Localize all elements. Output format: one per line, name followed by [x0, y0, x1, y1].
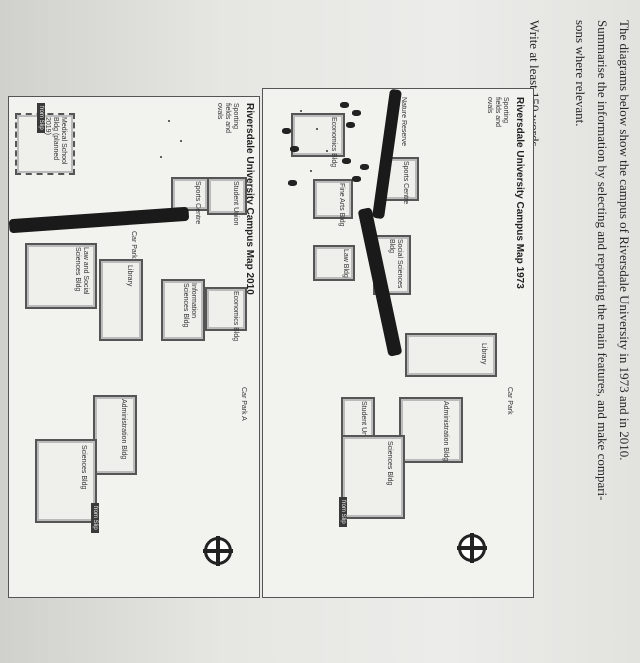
map-2010: Riversdale University Campus Map 2010 Sp…	[8, 96, 260, 598]
label-nature-reserve: Nature Reserve	[400, 97, 407, 147]
label-medical-2010: Medical School Bldg (planned 2019)	[44, 117, 67, 165]
label-administration-1973: Administration Bldg	[442, 401, 449, 462]
tree-icon	[290, 146, 299, 152]
information-sciences-2010: Information Sciences Bldg	[161, 279, 205, 341]
fine-arts-1973: Fine Arts Bldg	[313, 179, 353, 227]
label-information-sciences-2010: Information Sciences Bldg	[182, 283, 197, 328]
law-social-sciences-2010: Law and Social Sciences Bldg	[25, 243, 97, 309]
label-law-social-2010: Law and Social Sciences Bldg	[74, 247, 89, 295]
dot	[326, 150, 328, 152]
dot	[310, 170, 312, 172]
law-bldg-1973: Law Bldg	[313, 245, 355, 281]
library-1973: Library	[405, 333, 497, 377]
sciences-1973: Sciences Bldg	[341, 435, 405, 519]
tree-icon	[352, 176, 361, 182]
tree-icon	[282, 128, 291, 134]
medical-school-2010: Medical School Bldg (planned 2019)	[15, 113, 75, 175]
administration-1973: Administration Bldg	[399, 397, 463, 463]
administration-2010: Administration Bldg	[93, 395, 137, 475]
label-sciences-1973: Sciences Bldg	[386, 441, 393, 486]
label-law-1973: Law Bldg	[342, 249, 349, 278]
student-union-2010: Student Union	[207, 177, 247, 225]
river-2010	[8, 206, 190, 234]
dot	[168, 120, 170, 122]
ferry-label-2010-a: from Slip	[37, 103, 45, 133]
dot	[300, 110, 302, 112]
label-economics-2010: Economics Bldg	[232, 291, 239, 342]
prompt-line-1: The diagrams below show the campus of Ri…	[617, 20, 632, 461]
ferry-label-2010-b: from Slip	[91, 503, 99, 533]
map-1973-title: Riversdale University Campus Map 1973	[514, 97, 525, 289]
tree-icon	[360, 164, 369, 170]
ferry-label-1973: from Slip	[339, 497, 347, 527]
tree-icon	[342, 158, 351, 164]
tree-icon	[346, 122, 355, 128]
dot	[180, 140, 182, 142]
label-car-park-a: Car Park A	[240, 387, 247, 421]
prompt-line-2: Summarise the information by selecting a…	[595, 20, 610, 501]
tree-icon	[288, 180, 297, 186]
economics-1973: Economics Bldg	[291, 113, 345, 167]
label-administration-2010: Administration Bldg	[120, 399, 127, 460]
label-sporting-2010: Sporting fields and ovals	[216, 103, 239, 133]
sports-centre-2010: Sports Centre	[171, 177, 209, 224]
library-2010: Library	[99, 259, 143, 341]
label-library-2010: Library	[126, 265, 133, 287]
dot	[316, 128, 318, 130]
tree-icon	[352, 110, 361, 116]
compass-1973-icon	[457, 533, 487, 563]
prompt-line-3: sons where relevant.	[573, 20, 588, 127]
label-sports-centre-1973: Sports Centre	[402, 161, 409, 205]
label-student-union-2010: Student Union	[232, 181, 239, 226]
dot	[160, 156, 162, 158]
label-library-1973: Library	[480, 343, 487, 365]
economics-2010: Economics Bldg	[205, 287, 247, 341]
map-1973: Riversdale University Campus Map 1973 Sp…	[262, 88, 534, 598]
label-sciences-2010: Sciences Bldg	[80, 445, 87, 490]
label-car-park-1973: Car Park	[506, 387, 513, 415]
label-sporting-1973: Sporting fields and ovals	[486, 97, 509, 127]
label-fine-arts-1973: Fine Arts Bldg	[338, 183, 345, 227]
compass-2010-icon	[203, 536, 233, 566]
label-social-sciences-1973: Social Sciences Bldg	[388, 239, 403, 289]
tree-icon	[340, 102, 349, 108]
label-sports-centre-2010: Sports Centre	[194, 181, 201, 225]
sciences-2010: Sciences Bldg	[35, 439, 97, 523]
label-economics-1973: Economics Bldg	[330, 117, 337, 168]
